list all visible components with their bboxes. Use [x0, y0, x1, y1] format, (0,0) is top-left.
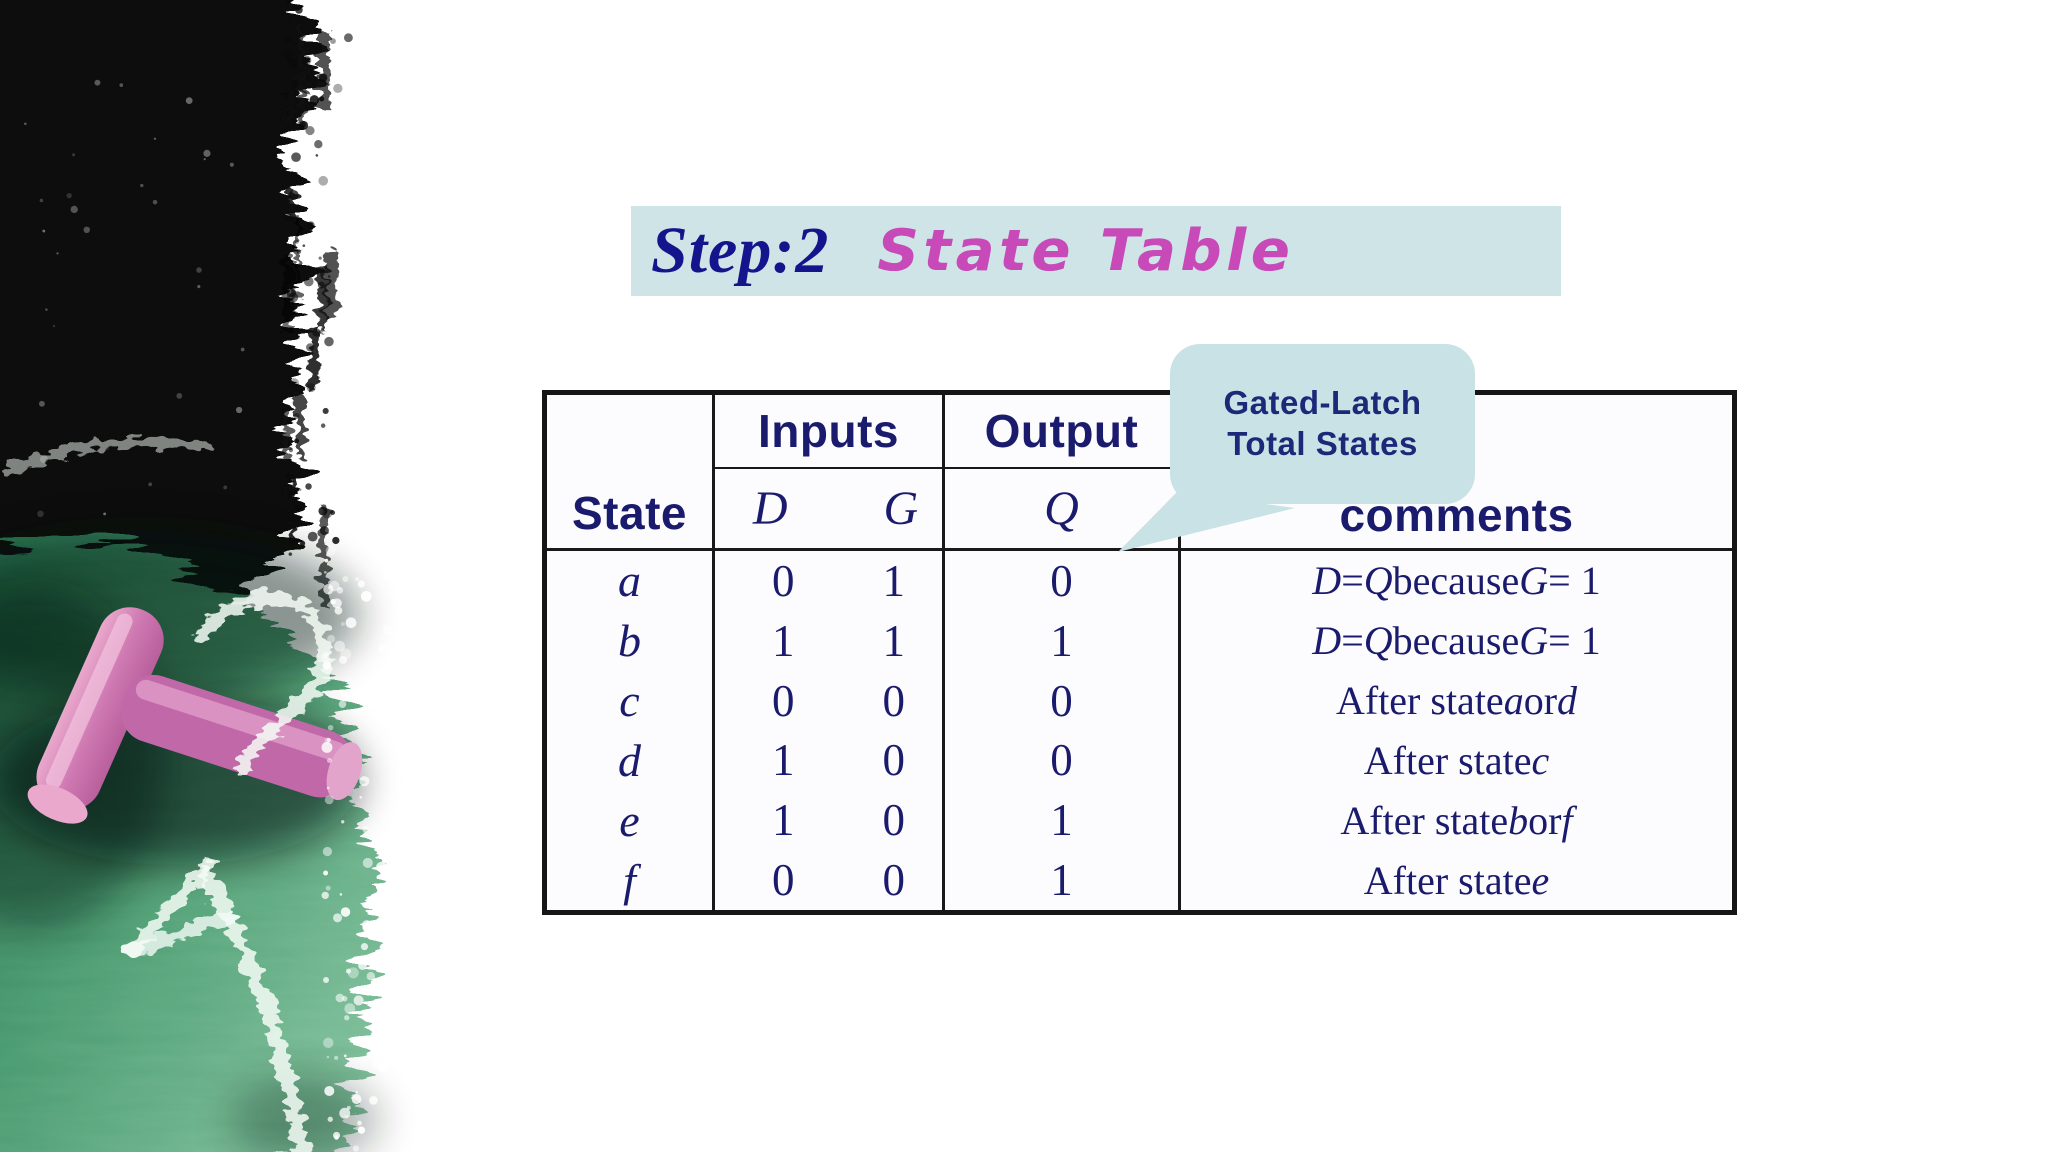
chalkboard-image — [0, 0, 473, 1152]
state-cell: f — [547, 850, 715, 910]
col-header-inputs: Inputs — [715, 395, 945, 469]
output-cell: 1 — [945, 790, 1181, 851]
state-cell: c — [547, 670, 715, 731]
output-cell: 0 — [945, 670, 1181, 731]
output-cell: 1 — [945, 610, 1181, 671]
callout-line: Gated-Latch — [1223, 384, 1422, 422]
comment-cell: After state a or d — [1335, 678, 1578, 724]
comment-cell: After state e — [1363, 857, 1550, 903]
callout-bubble: Gated-Latch Total States — [1170, 344, 1475, 504]
col-header-g: G — [883, 482, 919, 535]
chalk-scribble — [5, 436, 332, 1152]
step-label: Step:2 — [651, 214, 830, 287]
title-banner: Step:2 State Table — [631, 206, 1561, 296]
ink-speckles — [283, 0, 353, 556]
state-cell: b — [547, 610, 715, 671]
output-cell: 0 — [945, 730, 1181, 791]
state-cell: a — [547, 551, 715, 611]
page-title: State Table — [877, 218, 1295, 284]
col-header-d-g: D G — [715, 469, 945, 548]
col-header-output: Output — [945, 395, 1181, 469]
comment-cell: D =Q because G = 1 — [1312, 618, 1601, 664]
col-header-state: State — [547, 395, 715, 548]
comment-cell: D =Q because G = 1 — [1312, 558, 1601, 604]
callout-tail — [1118, 492, 1295, 552]
comment-cell: After state c — [1363, 737, 1550, 783]
chalk-dust — [321, 545, 473, 1152]
chalk-dust-on-black — [24, 79, 245, 518]
comment-cell: After state b or f — [1340, 797, 1573, 843]
state-cell: d — [547, 730, 715, 791]
output-cell: 0 — [945, 551, 1181, 611]
col-header-d: D — [752, 482, 788, 535]
callout-line: Total States — [1227, 425, 1418, 462]
output-cell: 1 — [945, 850, 1181, 910]
state-cell: e — [547, 790, 715, 851]
